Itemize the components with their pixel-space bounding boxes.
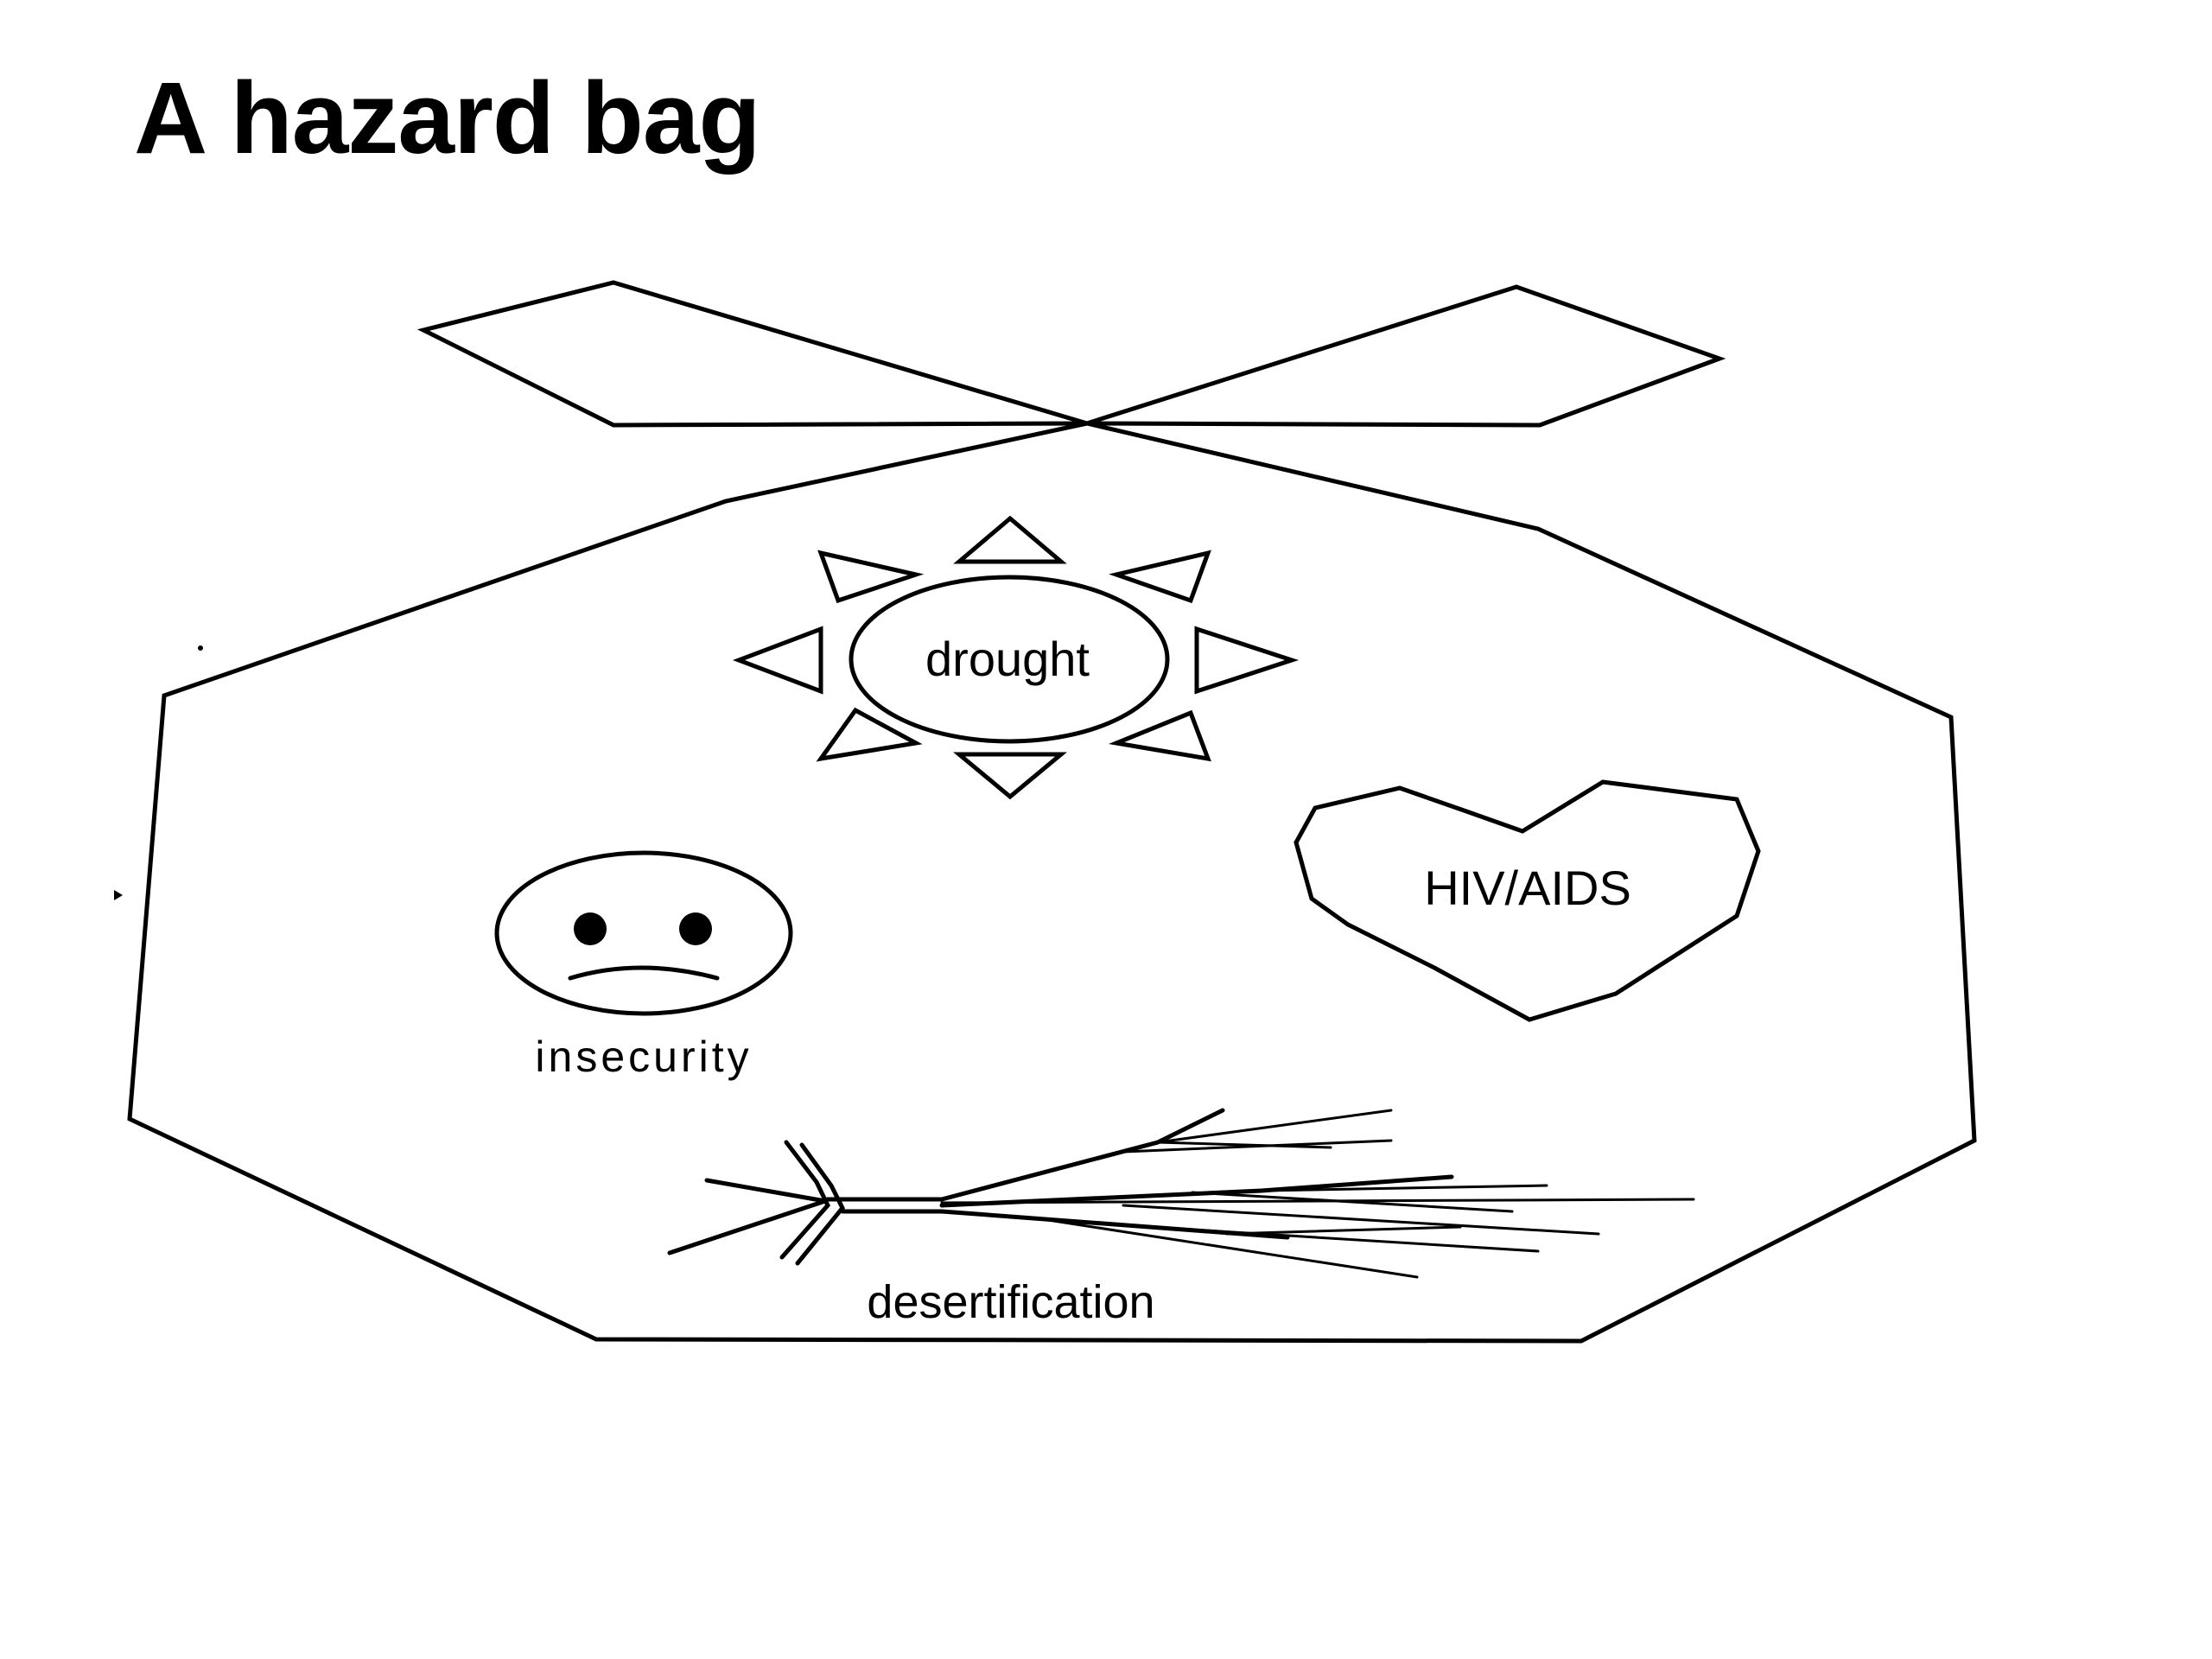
face-outline [494, 850, 793, 1016]
hiv-aids-group: HIV/AIDS [1294, 779, 1761, 1022]
face-mouth [568, 965, 720, 981]
bag-outline [127, 421, 1977, 1344]
tree-branch [939, 1108, 1225, 1202]
heart-icon [1294, 779, 1761, 1022]
dead-tree-icon [667, 1108, 1695, 1279]
tree-twig [1260, 1184, 1548, 1192]
tree-root [779, 1140, 830, 1260]
drought-group: drought [732, 515, 1300, 800]
tree-twig [1156, 1141, 1332, 1149]
hiv-aids-label: HIV/AIDS [1424, 861, 1631, 915]
tree-twig [1035, 1217, 1419, 1279]
speck-mark [198, 645, 203, 651]
tree-twig [1122, 1139, 1393, 1154]
sun-ray [953, 515, 1067, 564]
sun-ray [1109, 550, 1211, 604]
sun-disc [849, 575, 1170, 744]
insecurity-group: insecurity [494, 850, 793, 1081]
drought-label: drought [925, 632, 1090, 686]
bag-knot-right-loop [1086, 284, 1726, 428]
tree-root [667, 1178, 826, 1255]
tree-root [795, 1142, 845, 1266]
tree-twig [1122, 1204, 1600, 1236]
bag-knot-icon [416, 280, 1726, 428]
bullet-mark [114, 890, 123, 900]
sad-face-icon [494, 850, 793, 1016]
sun-icon [732, 515, 1300, 800]
sun-ray [1108, 709, 1211, 762]
slide-title: A hazard bag [134, 61, 761, 175]
desertification-label: desertification [867, 1276, 1154, 1328]
face-eye [679, 912, 712, 945]
sun-ray [817, 550, 925, 604]
tree-twig [1147, 1225, 1540, 1253]
sun-ray [1194, 626, 1300, 695]
sun-ray [816, 707, 923, 762]
bag-knot-left-loop [416, 280, 1088, 428]
tree-twig [1191, 1191, 1514, 1213]
desertification-group: desertification [667, 1108, 1695, 1328]
insecurity-label: insecurity [535, 1033, 752, 1081]
tree-twig [1225, 1225, 1462, 1236]
sun-ray [732, 626, 823, 695]
sun-ray [953, 752, 1067, 800]
tree-twig [1156, 1109, 1393, 1144]
face-eye [574, 912, 607, 945]
